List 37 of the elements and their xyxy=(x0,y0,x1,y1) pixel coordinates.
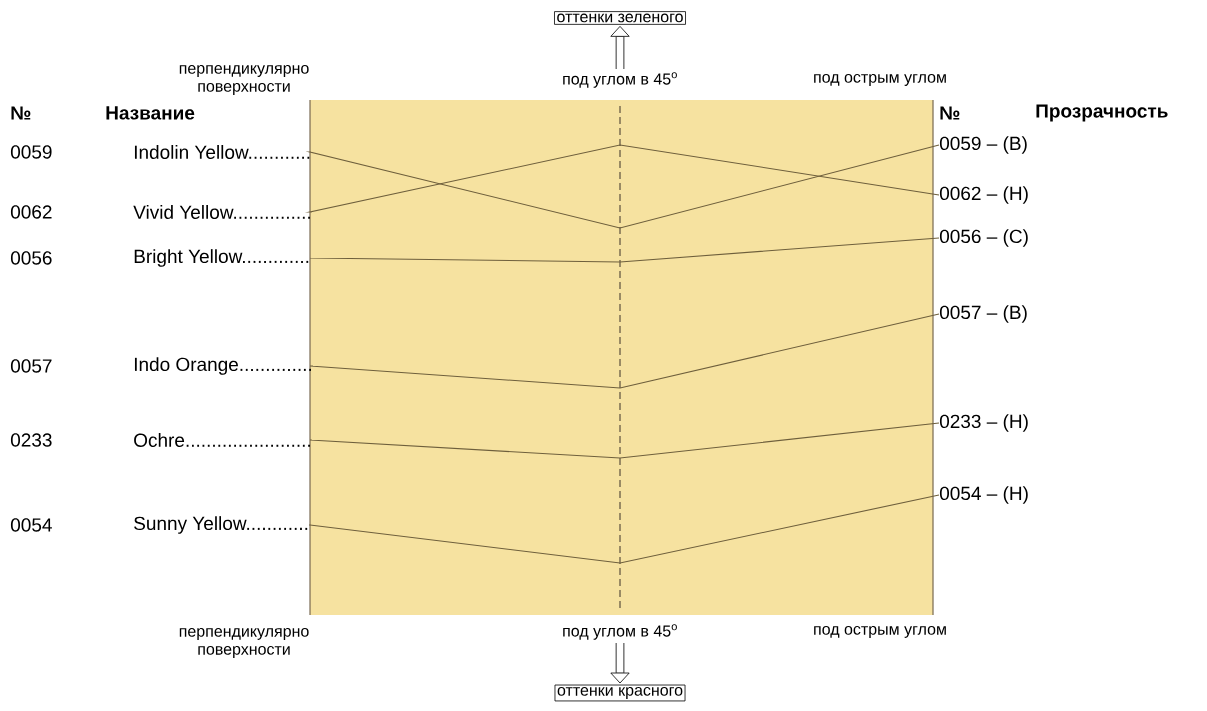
pigment-number: 0233 xyxy=(10,433,52,447)
axis-label: под острым углом xyxy=(814,626,946,638)
reflection-line xyxy=(309,422,940,459)
hollow-arrow xyxy=(610,25,630,69)
transparency-label: 0054 – (Н) xyxy=(939,486,1028,504)
pigment-number: 0056 xyxy=(10,251,52,265)
pigment-name: Indolin Yellow............ xyxy=(134,145,310,159)
pigment-number: 0057 xyxy=(10,359,52,373)
pigment-number: 0054 xyxy=(10,518,52,532)
pigment-number: 0062 xyxy=(10,205,52,219)
column-header: № xyxy=(940,106,960,120)
hollow-arrow xyxy=(610,643,630,684)
angle-label: под углом в 45$^{o}$ xyxy=(563,624,677,640)
axis-label: перпендикулярно поверхности xyxy=(179,65,309,95)
reflection-line xyxy=(309,237,940,263)
transparency-label: 0062 – (Н) xyxy=(939,186,1028,204)
reflection-line xyxy=(309,313,940,389)
pigment-name: Sunny Yellow............ xyxy=(134,516,308,534)
axis-label: перпендикулярно поверхности xyxy=(179,628,309,658)
transparency-label: 0059 – (В) xyxy=(939,136,1027,154)
reflection-line xyxy=(304,144,940,213)
column-header: Прозрачность xyxy=(1036,104,1168,122)
pigment-name: Ochre........................ xyxy=(134,433,310,447)
pigment-name: Bright Yellow............. xyxy=(134,249,309,267)
label-box: оттенки зеленого xyxy=(554,11,686,25)
pigment-number: 0059 xyxy=(10,145,52,159)
column-header: Название xyxy=(106,106,195,120)
axis-label: под острым углом xyxy=(814,74,946,86)
pigment-name: Vivid Yellow............... xyxy=(133,205,310,219)
transparency-label: 0233 – (Н) xyxy=(939,414,1028,432)
transparency-label: 0056 – (С) xyxy=(939,229,1028,247)
column-header: № xyxy=(11,106,31,120)
label-box: оттенки красного xyxy=(554,684,686,702)
reflection-line xyxy=(305,144,940,229)
angle-label: под углом в 45$^{o}$ xyxy=(563,72,677,88)
transparency-label: 0057 – (В) xyxy=(939,305,1027,323)
reflection-line xyxy=(308,494,940,564)
